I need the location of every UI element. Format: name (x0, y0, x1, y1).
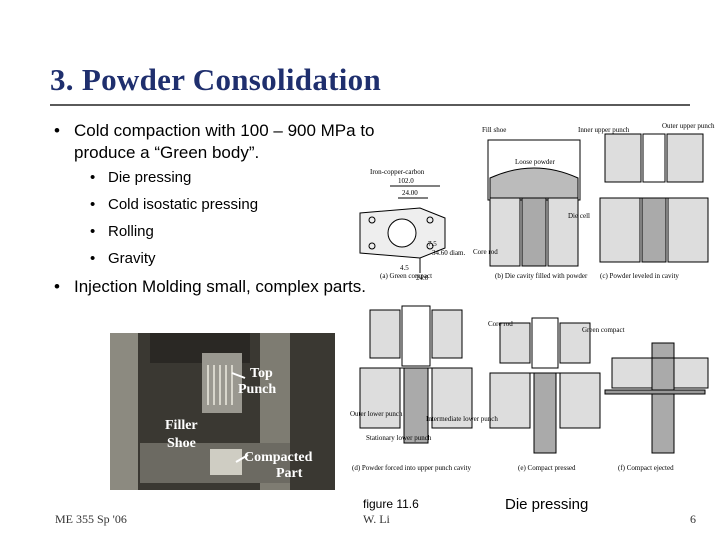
bullet-dot: • (90, 169, 96, 186)
bullet-text: Rolling (108, 223, 154, 240)
bullet-text: Cold compaction with 100 – 900 MPa to pr… (74, 121, 375, 162)
die-pressing-diagram: Fill shoe Inner upper punch Outer upper … (350, 122, 715, 472)
label-core-rod: Core rod (473, 248, 498, 256)
caption-d: (d) Powder forced into upper punch cavit… (352, 464, 471, 472)
sub-bullet-item: • Rolling (50, 222, 380, 241)
bullet-dot: • (90, 196, 96, 213)
label-outer-upper-punch: Outer upper punch (662, 122, 715, 130)
caption-c: (c) Powder leveled in cavity (600, 272, 679, 280)
bullet-dot: • (90, 223, 96, 240)
caption-e: (e) Compact pressed (518, 464, 576, 472)
sub-bullet-item: • Die pressing (50, 168, 380, 187)
caption-a: (a) Green compact (380, 272, 432, 280)
photo-label-compacted-line2: Part (276, 466, 303, 481)
photo-label-filler-line1: Filler (165, 418, 198, 433)
bullet-dot: • (90, 250, 96, 267)
label-green-compact: Green compact (582, 326, 625, 334)
label-iron-copper-carbon: Iron-copper-carbon (370, 168, 425, 176)
compaction-press-photo: Top Punch Filler Shoe Compacted Part (110, 333, 335, 490)
label-dim-102: 102.0 (398, 177, 414, 185)
footer-course: ME 355 Sp '06 (55, 512, 127, 526)
label-intermediate-lower-punch: Intermediate lower punch (426, 415, 498, 423)
label-dim-24: 24.00 (402, 189, 418, 197)
label-dim-4-5: 4.5 (400, 264, 409, 272)
bullet-list: • Cold compaction with 100 – 900 MPa to … (50, 120, 380, 302)
bullet-text: Injection Molding small, complex parts. (74, 277, 366, 296)
label-outer-lower-punch: Outer lower punch (350, 410, 403, 418)
photo-label-filler-line2: Shoe (167, 436, 196, 451)
bullet-item: • Cold compaction with 100 – 900 MPa to … (50, 120, 380, 164)
figure-caption: figure 11.6 (363, 497, 419, 511)
footer-page-number: 6 (690, 512, 696, 526)
photo-illustration: Top Punch Filler Shoe Compacted Part (110, 333, 335, 490)
sub-bullet-item: • Cold isostatic pressing (50, 195, 380, 214)
caption-f: (f) Compact ejected (618, 464, 674, 472)
label-dim-24-0: 24.0 (416, 274, 429, 282)
photo-label-top-punch-line1: Top (250, 366, 273, 381)
label-stationary-lower-punch: Stationary lower punch (366, 434, 432, 442)
label-loose-powder: Loose powder (515, 158, 556, 166)
label-dim-diam: 34.60 diam. (432, 249, 465, 257)
bullet-item: • Injection Molding small, complex parts… (50, 276, 380, 298)
sub-bullet-item: • Gravity (50, 249, 380, 268)
bullet-dot: • (54, 277, 60, 296)
photo-label-top-punch-line2: Punch (238, 382, 276, 397)
die-pressing-caption: Die pressing (505, 496, 589, 513)
label-core-rod-2: Core rod (488, 320, 513, 328)
label-die-cell: Die cell (568, 212, 590, 220)
title-divider (50, 104, 690, 106)
slide-title: 3. Powder Consolidation (50, 62, 382, 97)
bullet-dot: • (54, 121, 60, 140)
bullet-text: Die pressing (108, 169, 192, 186)
bullet-text: Gravity (108, 250, 156, 267)
bullet-text: Cold isostatic pressing (108, 196, 259, 213)
photo-label-compacted-line1: Compacted (244, 450, 313, 465)
label-dim-7-5: 7.5 (428, 240, 437, 248)
caption-b: (b) Die cavity filled with powder (495, 272, 588, 280)
footer-author: W. Li (363, 512, 390, 526)
label-fill-shoe: Fill shoe (482, 126, 506, 134)
label-inner-upper-punch: Inner upper punch (578, 126, 630, 134)
